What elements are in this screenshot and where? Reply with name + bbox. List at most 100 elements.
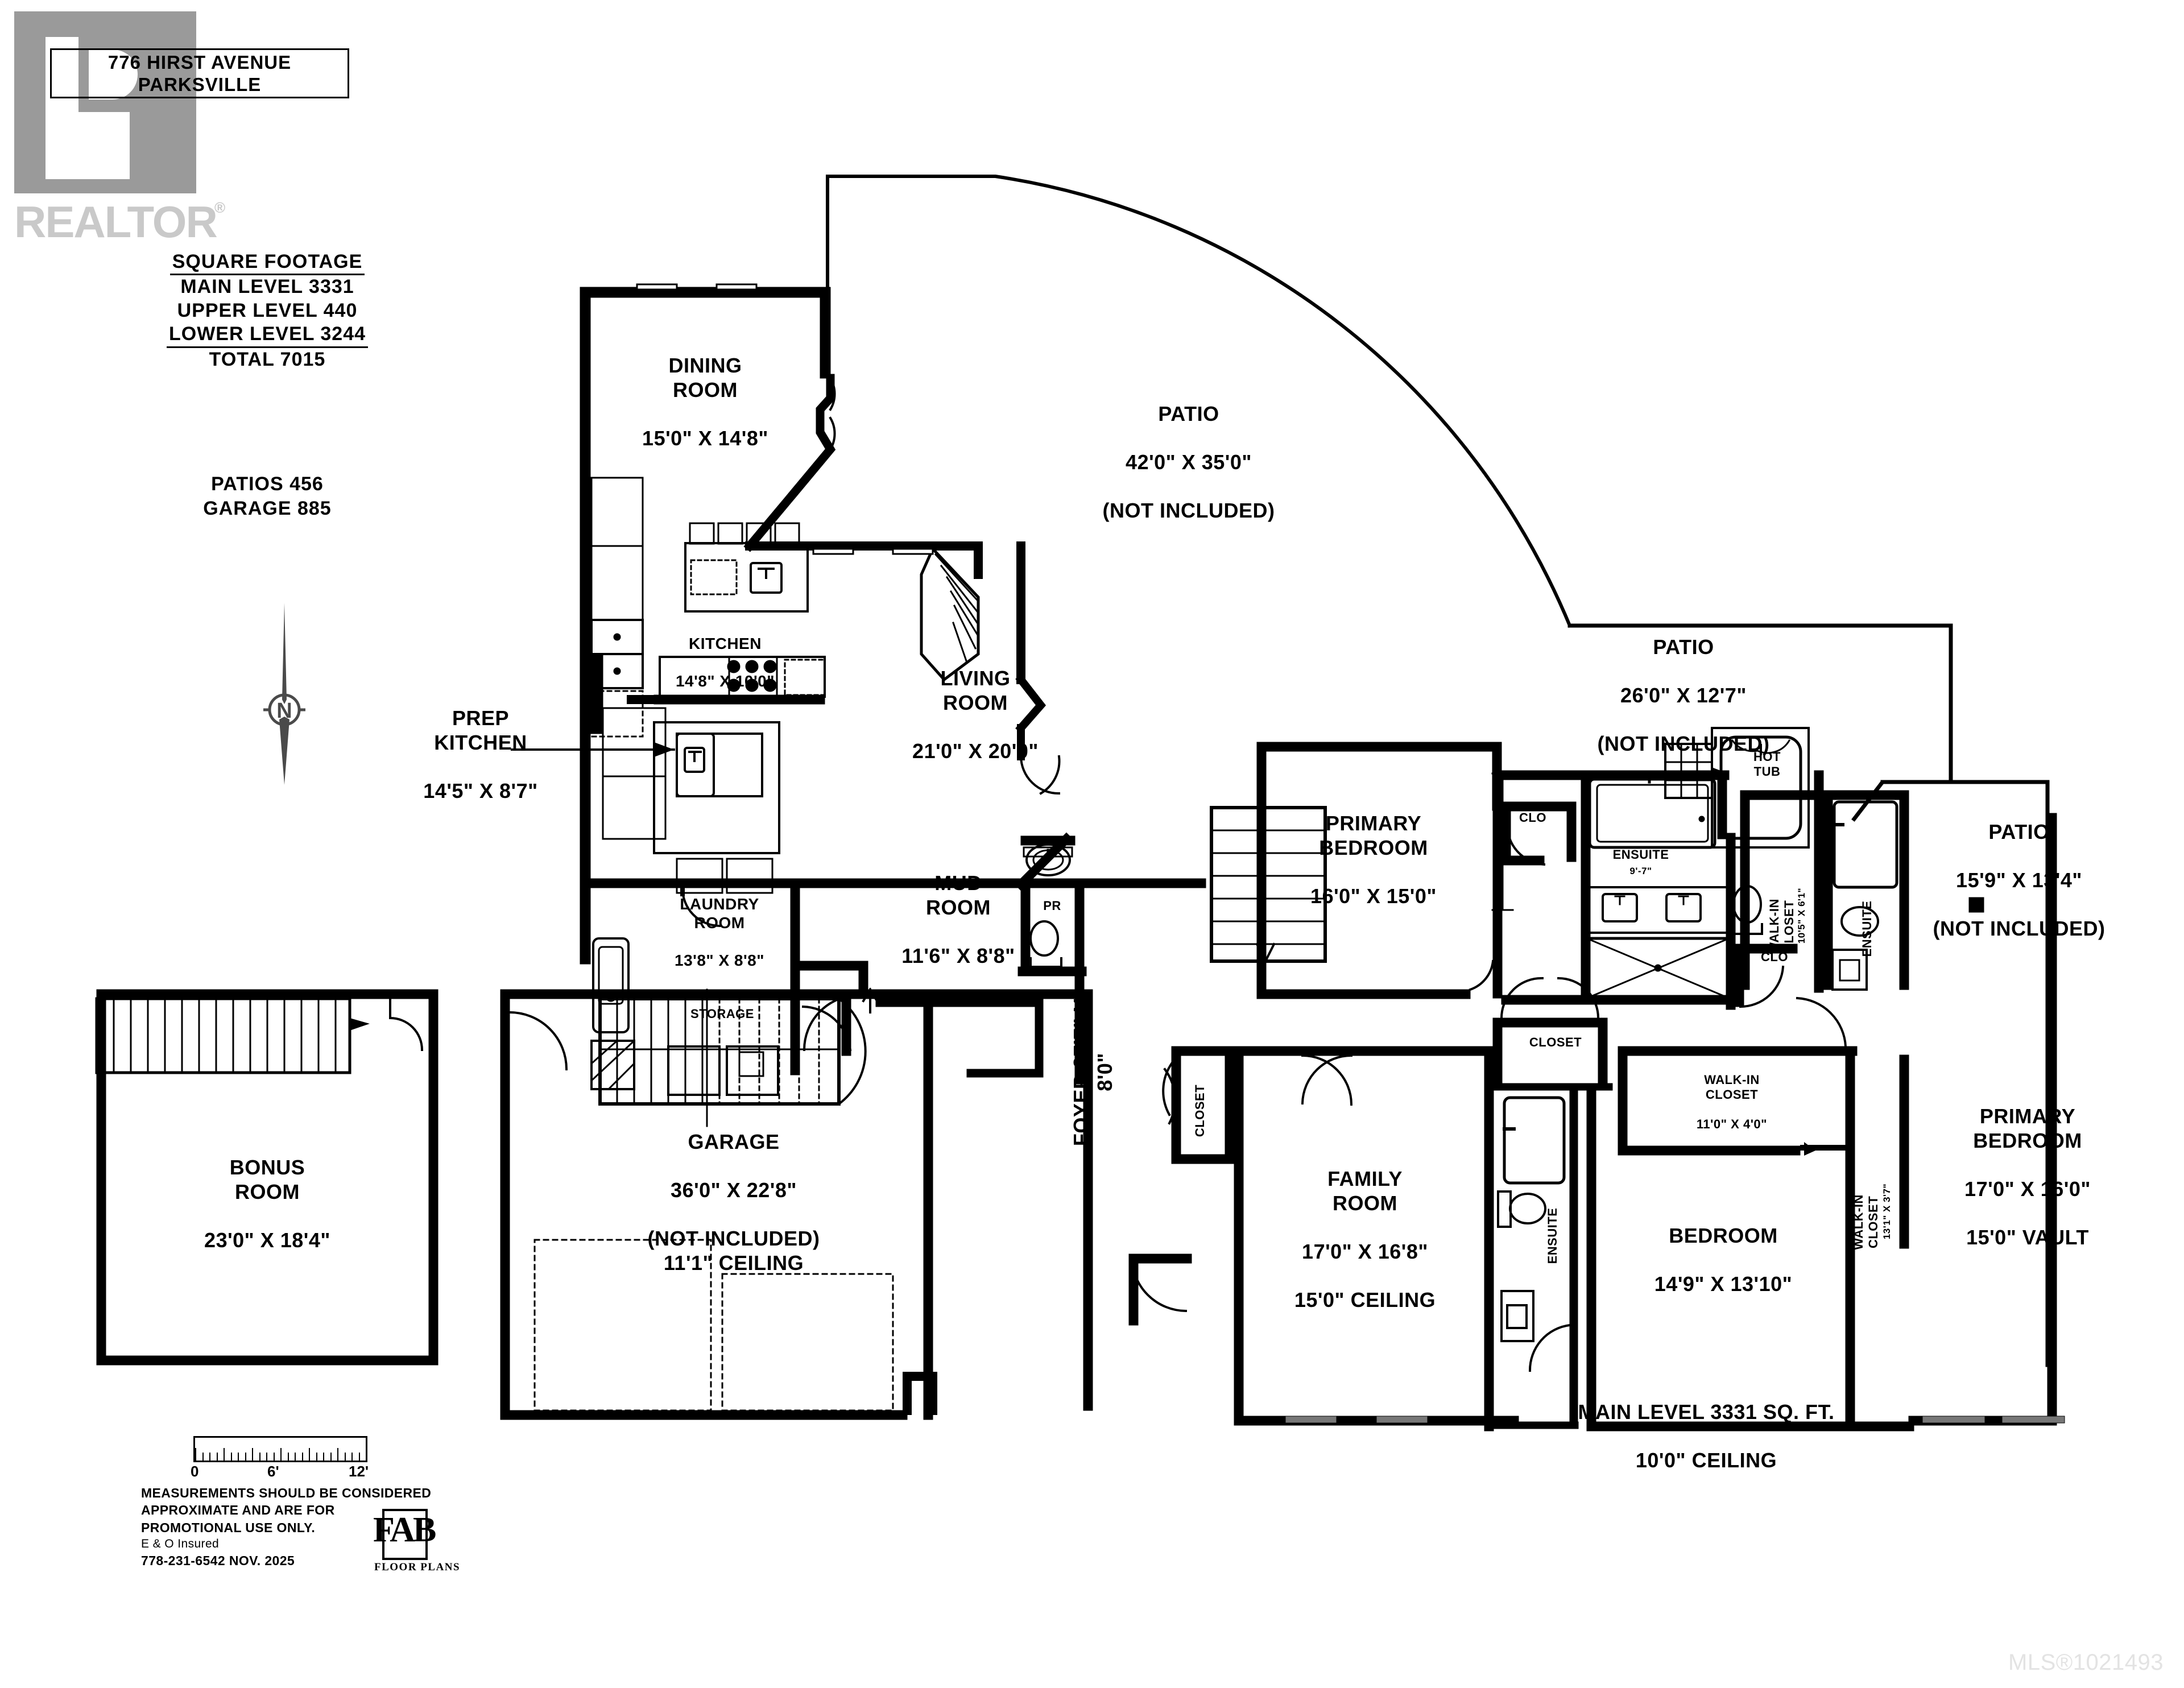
room-dims: 14'5" X 8'7": [423, 779, 538, 802]
scale-tick: [280, 1448, 282, 1461]
label-closet-foyer: CLOSET: [1193, 1084, 1207, 1137]
fab-box-icon: [382, 1509, 428, 1560]
level-note-line-2: 10'0" CEILING: [1635, 1449, 1777, 1472]
patio-dims: 15'9" X 13'4": [1956, 868, 2082, 892]
sf-main-level: MAIN LEVEL 3331: [180, 276, 354, 298]
label-storage: STORAGE: [690, 1007, 754, 1021]
scale-tick: [344, 1453, 346, 1461]
scale-tick: [366, 1448, 367, 1461]
scale-tick: [337, 1448, 338, 1461]
registered-trademark-icon: ®: [214, 199, 226, 216]
fab-subtitle: FLOOR PLANS: [374, 1561, 461, 1573]
address-line-1: 776 HIRST AVENUE: [107, 52, 292, 73]
room-name: BEDROOM: [1669, 1224, 1778, 1248]
sf-upper-level: UPPER LEVEL 440: [177, 299, 358, 321]
room-name: GARAGE: [688, 1130, 780, 1154]
fab-floor-plans-logo: FAB FLOOR PLANS: [370, 1504, 478, 1584]
sf-garage: GARAGE 885: [203, 497, 332, 519]
patio-label-rear: PATIO 42'0" X 35'0" (NOT INCLUDED): [1069, 378, 1308, 547]
room-dims: 14'8" X 10'0": [675, 672, 775, 690]
label-ensuite-primary-upper: ENSUITE: [1612, 847, 1669, 862]
patio-name: PATIO: [1988, 820, 2050, 844]
room-dims: 15'0" X 14'8": [642, 426, 768, 450]
room-dims: 13'8" X 8'8": [675, 951, 764, 970]
sf-heading: SQUARE FOOTAGE: [102, 250, 432, 276]
scale-tick: [259, 1453, 260, 1461]
room-name: PRIMARY BEDROOM: [1319, 812, 1428, 859]
scale-tick: [266, 1453, 267, 1461]
room-dims: 16'0" X 15'0": [1310, 884, 1437, 908]
scale-tick: [287, 1453, 289, 1461]
scale-tick: [209, 1453, 210, 1461]
room-note: 15'0" VAULT: [1966, 1225, 2089, 1249]
patio-note: (NOT INCLUDED): [1933, 917, 2106, 941]
foyer-text: FOYER 27'7" X 8'0": [1069, 998, 1117, 1147]
scale-tick: [323, 1453, 324, 1461]
mls-number: MLS®1021493: [2008, 1650, 2164, 1675]
label-ensuite-side: ENSUITE: [1860, 900, 1875, 957]
fab-wordmark: FAB: [373, 1511, 436, 1549]
scale-tick: [224, 1448, 225, 1461]
room-label-bonus-room: BONUS ROOM 23'0" X 18'4": [171, 1132, 364, 1277]
room-label-kitchen: KITCHEN 14'8" X 10'0": [648, 615, 802, 709]
scale-tick: [358, 1453, 360, 1461]
disclaimer-block: MEASUREMENTS SHOULD BE CONSIDERED APPROX…: [141, 1484, 431, 1569]
sf-patios: PATIOS 456: [211, 473, 324, 495]
patio-name: PATIO: [1158, 402, 1219, 426]
label-hot-tub: HOT TUB: [1753, 750, 1781, 779]
room-name: KITCHEN: [689, 635, 762, 653]
label-powder-room: PR: [1043, 899, 1061, 913]
room-name: PREP KITCHEN: [434, 706, 527, 754]
room-note: (NOT INCLUDED) 11'1" CEILING: [647, 1227, 820, 1275]
scale-tick: [245, 1453, 246, 1461]
main-level-ceiling-note: MAIN LEVEL 3331 SQ. FT. 10'0" CEILING: [1467, 1376, 1945, 1497]
scale-tick: [216, 1453, 218, 1461]
room-label-foyer: FOYER 27'7" X 8'0": [1021, 987, 1118, 1157]
label-closet-lower-clo: CLO: [1761, 950, 1788, 964]
room-dims: 36'0" X 22'8": [671, 1178, 797, 1202]
room-dims: 17'0" X 16'8": [1302, 1239, 1428, 1263]
scale-tick: [273, 1453, 275, 1461]
disclaimer-line-3: PROMOTIONAL USE ONLY.: [141, 1520, 316, 1535]
room-label-prep-kitchen: PREP KITCHEN 14'5" X 8'7": [387, 682, 574, 828]
disclaimer-line-2: APPROXIMATE AND ARE FOR: [141, 1503, 335, 1518]
scale-tick: [309, 1448, 310, 1461]
realtor-wordmark: REALTOR: [14, 197, 218, 247]
label-closet-family: CLOSET: [1529, 1035, 1582, 1049]
label-text: WALK-IN CLOSET: [1704, 1072, 1760, 1102]
patio-label-side: PATIO 15'9" X 13'4" (NOT INCLUDED): [1894, 796, 2144, 965]
room-dims: 17'0" X 16'0": [1964, 1177, 2091, 1201]
label-dims: 11'0" X 4'0": [1696, 1116, 1768, 1131]
scale-tick: [316, 1453, 317, 1461]
label-walkin-closet-primary-lower: WALK-IN CLOSET: [1851, 1194, 1880, 1250]
patio-dims: 42'0" X 35'0": [1126, 450, 1252, 474]
label-walkin-closet-primary-lower-dims: 13'1" X 3'7": [1881, 1183, 1892, 1240]
patio-note: (NOT INCLUDED): [1102, 499, 1275, 523]
room-label-mud-room: MUD ROOM 11'6" X 8'8": [876, 847, 1041, 992]
room-label-bedroom: BEDROOM 14'9" X 13'10": [1610, 1200, 1837, 1321]
label-ensuite-bedroom: ENSUITE: [1545, 1207, 1560, 1264]
level-note-line-1: MAIN LEVEL 3331 SQ. FT.: [1578, 1400, 1835, 1424]
room-label-living-room: LIVING ROOM 21'0" X 20'0": [870, 643, 1081, 788]
room-label-dining-room: DINING ROOM 15'0" X 14'8": [603, 330, 808, 475]
room-dims: 21'0" X 20'0": [912, 739, 1039, 763]
room-dims: 14'9" X 13'10": [1654, 1272, 1793, 1296]
patio-name: PATIO: [1653, 635, 1714, 659]
address-box: 776 HIRST AVENUE PARKSVILLE: [50, 48, 349, 98]
patio-note: (NOT INCLUDED): [1597, 732, 1770, 756]
room-name: DINING ROOM: [668, 354, 742, 402]
room-label-primary-bedroom-upper: PRIMARY BEDROOM 16'0" X 15'0": [1268, 788, 1479, 933]
label-walkin-closet-bedroom: WALK-IN CLOSET 11'0" X 4'0": [1638, 1058, 1826, 1147]
scale-twelve: 12': [349, 1463, 369, 1480]
scale-tick: [195, 1448, 196, 1461]
patio-dims: 26'0" X 12'7": [1620, 684, 1747, 708]
scale-tick: [202, 1453, 204, 1461]
scale-bar: [193, 1436, 367, 1462]
patio-garage-block: PATIOS 456 GARAGE 885: [102, 472, 432, 520]
compass-north-icon: N: [259, 603, 310, 785]
sf-lower-level: LOWER LEVEL 3244: [102, 322, 432, 348]
patio-label-hot-tub: PATIO 26'0" X 12'7" (NOT INCLUDED): [1564, 611, 1803, 780]
svg-text:N: N: [276, 699, 292, 723]
label-walkin-closet-primary-upper: WALK-IN CLOSET: [1767, 899, 1796, 954]
